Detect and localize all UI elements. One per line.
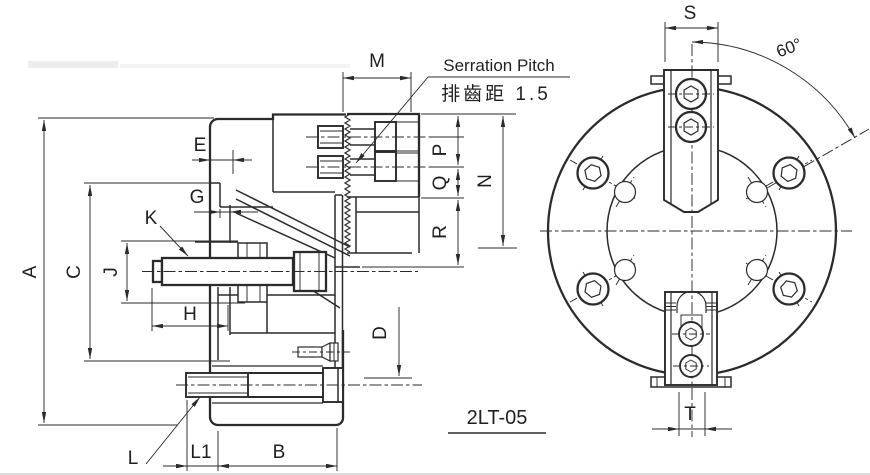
pinion-holes [613, 180, 769, 282]
dimensions: A C J H E G [20, 3, 856, 471]
dim-label-c: C [64, 265, 85, 279]
front-view [540, 44, 870, 437]
serration-pitch-en: Serration Pitch [443, 56, 555, 75]
scan-artifacts [0, 61, 870, 475]
draw-stud-assembly [151, 242, 328, 303]
dim-G: G [190, 187, 258, 218]
mounting-screw-holes [576, 156, 806, 306]
front-plate-edges [334, 194, 360, 392]
dim-label-g: G [190, 187, 205, 208]
dim-bottom: L L1 B [128, 396, 338, 471]
side-section-view [142, 112, 430, 427]
serration-pitch-zh: 排齒距 1.5 [441, 83, 551, 105]
dim-S: S [664, 3, 719, 62]
dim-label-a: A [20, 265, 41, 278]
dim-label-e: E [194, 135, 207, 156]
mounting-bolt [185, 367, 344, 403]
chuck-body-outline [208, 112, 421, 427]
dim-label-d: D [370, 326, 391, 340]
dim-E: E [192, 135, 252, 174]
model-code: 2LT-05 [448, 407, 546, 434]
dim-label-b: B [273, 442, 286, 463]
leader-K: K [145, 208, 189, 257]
jaw-mounting-screws [317, 121, 419, 182]
dim-D: D [364, 307, 412, 379]
dim-J: J [101, 240, 245, 304]
serration-interface [343, 113, 352, 253]
dim-label-m: M [369, 51, 385, 72]
dim-H: H [151, 288, 229, 331]
dim-label-h: H [183, 304, 197, 325]
dim-label-p: P [430, 144, 451, 157]
dim-label-q: Q [430, 176, 451, 191]
side-view-centerlines [142, 136, 430, 386]
body-internal-edges [195, 119, 420, 404]
dim-label-k: K [145, 208, 158, 229]
dim-label-l: L [128, 448, 139, 469]
dim-C: C [64, 182, 230, 362]
dim-label-s: S [684, 3, 697, 24]
model-code-text: 2LT-05 [467, 407, 528, 429]
wedge-plunger-edges [235, 189, 351, 309]
dim-label-t: T [684, 404, 696, 425]
dim-label-n: N [475, 174, 496, 188]
angle-label: 60° [774, 34, 805, 61]
dim-PQRN: P Q R N [362, 113, 517, 268]
dim-label-j: J [101, 267, 122, 277]
serration-pitch-note: Serration Pitch 排齒距 1.5 [355, 56, 570, 164]
dim-label-l1: L1 [190, 442, 211, 463]
dim-A: A [20, 117, 214, 426]
dim-label-r: R [430, 225, 451, 239]
dim-M: M [342, 51, 412, 112]
dim-T: T [652, 392, 732, 436]
bottom-jaw-screws [672, 321, 710, 378]
